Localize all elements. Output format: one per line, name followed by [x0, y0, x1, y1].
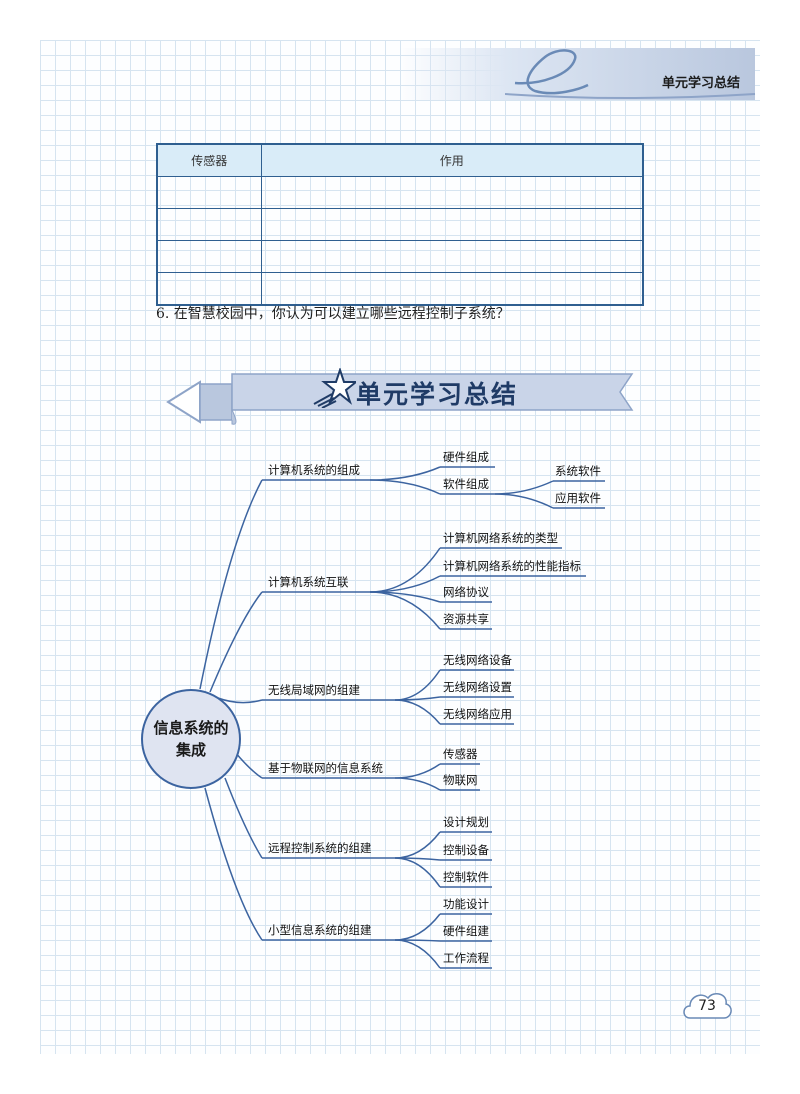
leaf-node: 资源共享 — [443, 612, 489, 626]
leaf-node: 软件组成 — [443, 477, 489, 491]
leaf-node: 传感器 — [443, 747, 478, 761]
table-cell[interactable] — [156, 176, 262, 209]
e-logo-icon — [514, 49, 589, 95]
leaf-node: 系统软件 — [555, 464, 601, 478]
branch-iot-info-system: 基于物联网的信息系统 — [268, 761, 383, 775]
mindmap-center-node: 信息系统的集成 — [141, 689, 241, 789]
table-header-row: 传感器 作用 — [156, 143, 644, 177]
table-cell[interactable] — [156, 240, 262, 273]
table-cell[interactable] — [260, 176, 644, 209]
leaf-node: 功能设计 — [443, 897, 489, 911]
leaf-node: 物联网 — [443, 773, 478, 787]
column-header-function: 作用 — [260, 143, 644, 177]
branch-wlan-setup: 无线局域网的组建 — [268, 683, 360, 697]
banner-title: 单元学习总结 — [356, 380, 519, 409]
leaf-node: 计算机网络系统的性能指标 — [443, 559, 581, 573]
table-cell[interactable] — [260, 272, 644, 306]
leaf-node: 控制软件 — [443, 870, 489, 884]
branch-remote-control-system: 远程控制系统的组建 — [268, 841, 372, 855]
leaf-node: 应用软件 — [555, 491, 601, 505]
cloud-icon — [683, 993, 732, 1019]
leaf-node: 网络协议 — [443, 585, 489, 599]
leaf-node: 计算机网络系统的类型 — [443, 531, 558, 545]
leaf-node: 无线网络设置 — [443, 680, 512, 694]
leaf-node: 工作流程 — [443, 951, 489, 965]
branch-computer-system-interconnect: 计算机系统互联 — [268, 575, 349, 589]
leaf-node: 硬件组建 — [443, 924, 489, 938]
leaf-node: 硬件组成 — [443, 450, 489, 464]
table-row — [156, 176, 644, 209]
leaf-node: 控制设备 — [443, 843, 489, 857]
table-row — [156, 272, 644, 306]
header-title: 单元学习总结 — [661, 76, 740, 91]
page-number: 73 — [698, 998, 716, 1014]
star-icon — [313, 368, 356, 408]
branch-computer-system-composition: 计算机系统的组成 — [268, 463, 360, 477]
leaf-node: 设计规划 — [443, 815, 489, 829]
header-band — [400, 48, 755, 100]
branch-small-info-system: 小型信息系统的组建 — [268, 923, 372, 937]
sensor-table: 传感器 作用 — [156, 143, 644, 306]
header-underline — [505, 93, 756, 99]
table-row — [156, 240, 644, 273]
leaf-node: 无线网络设备 — [443, 653, 512, 667]
leaf-node: 无线网络应用 — [443, 707, 512, 721]
table-cell[interactable] — [260, 240, 644, 273]
table-cell[interactable] — [156, 272, 262, 306]
question-6: 6. 在智慧校园中，你认为可以建立哪些远程控制子系统？ — [156, 306, 510, 322]
